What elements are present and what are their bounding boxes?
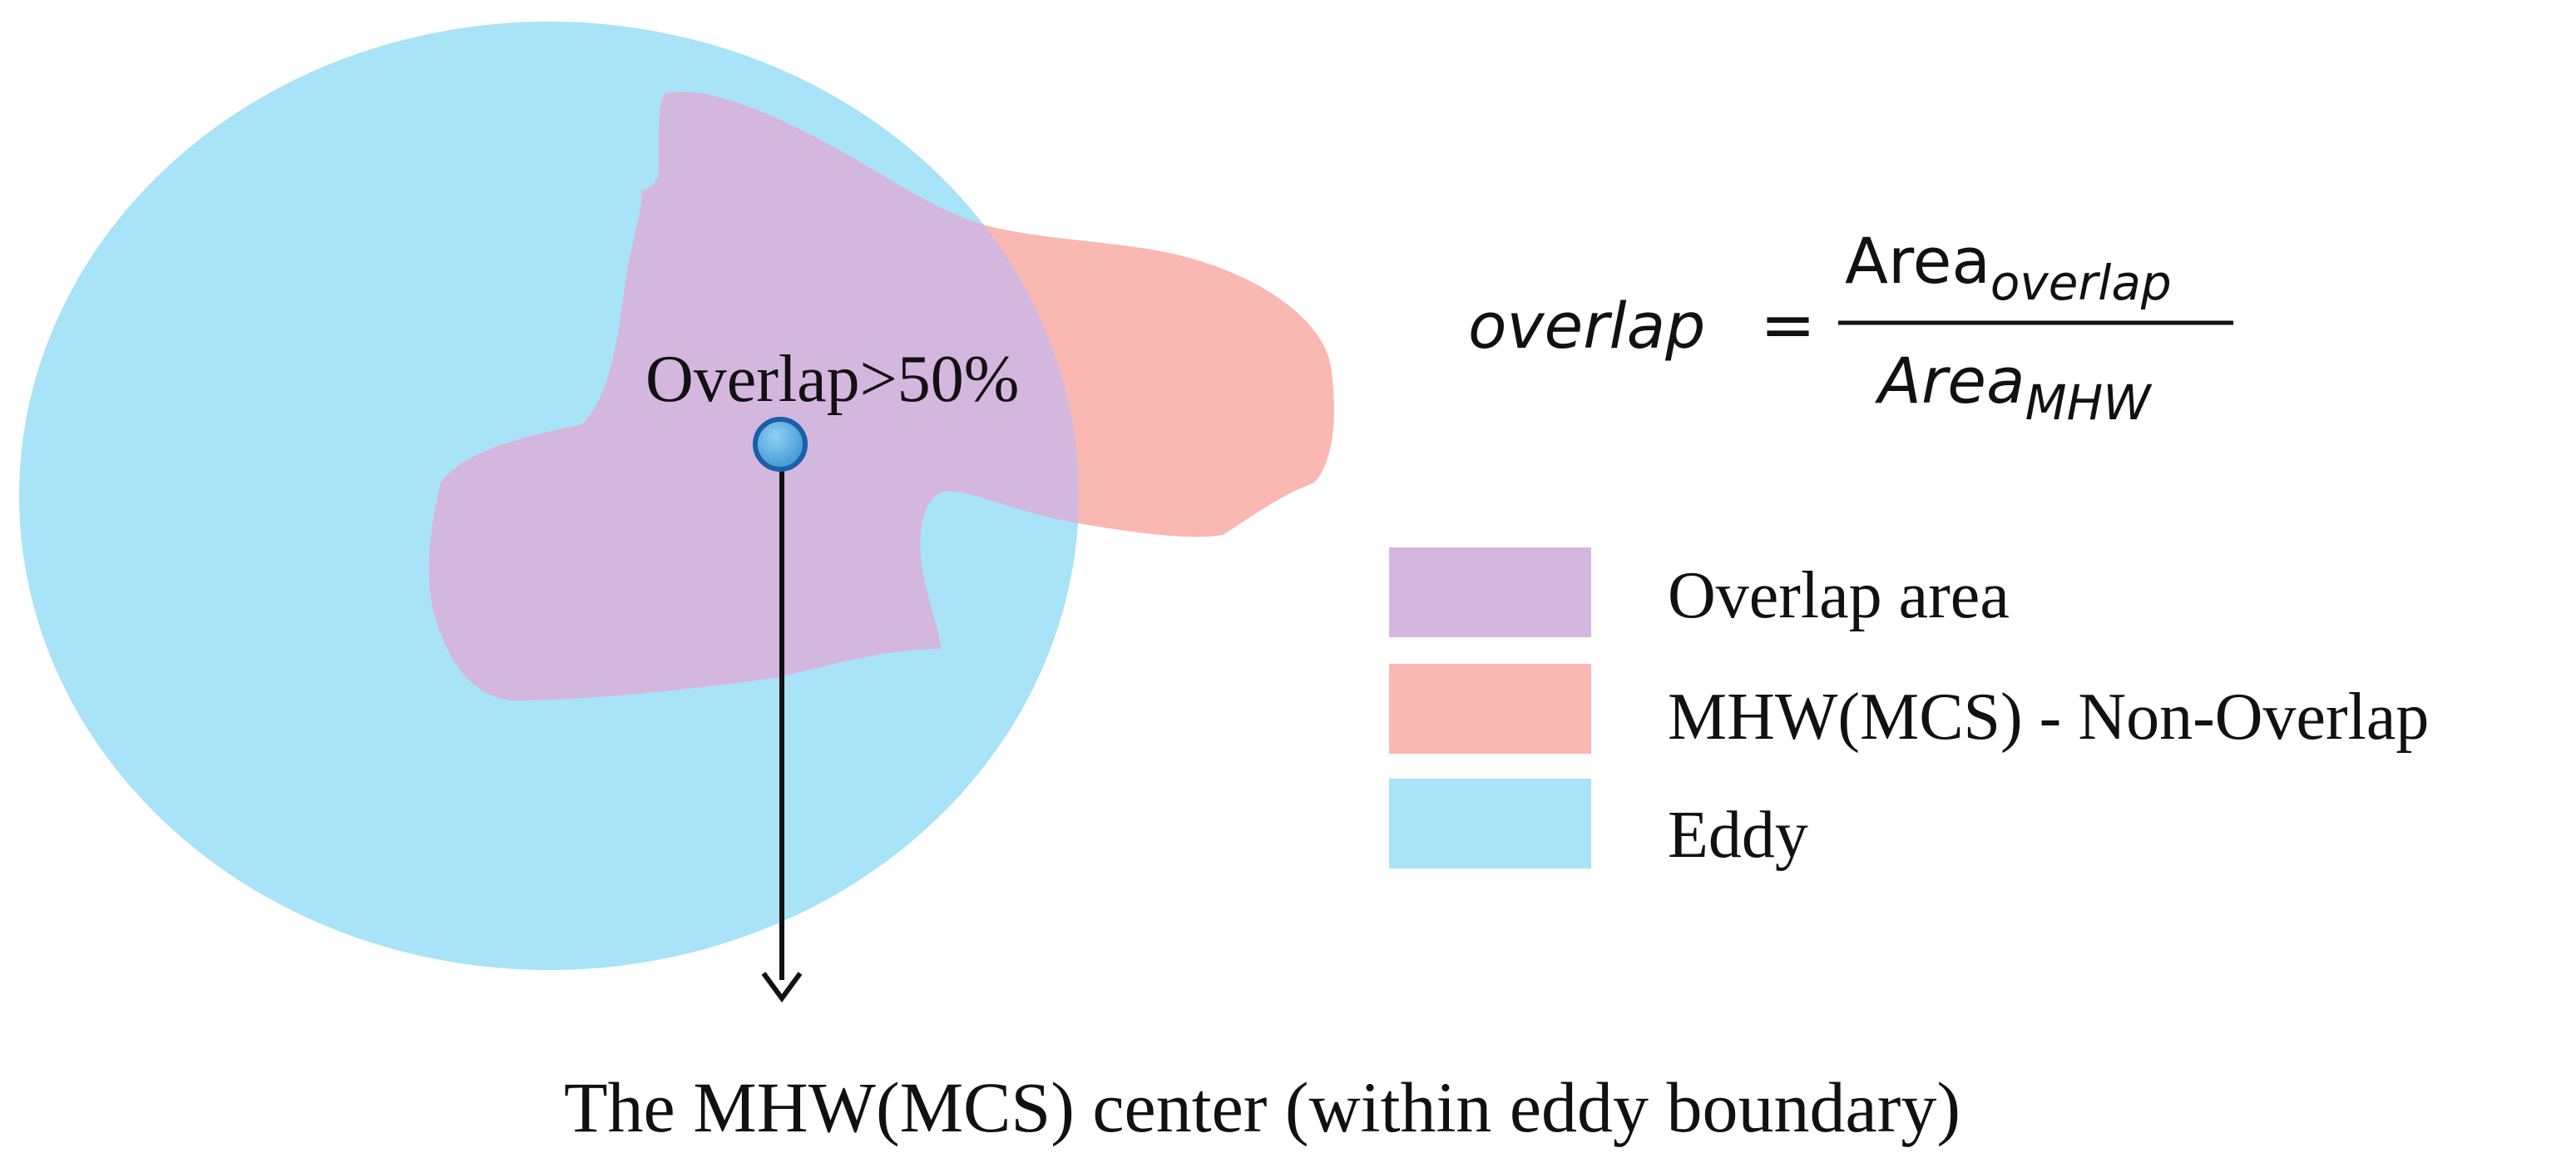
legend: Overlap area MHW(MCS) - Non-Overlap Eddy [1389, 547, 2429, 872]
formula-numerator: Areaoverlap [1845, 224, 2172, 311]
mhw-center-dot [753, 417, 808, 472]
legend-label-overlap: Overlap area [1668, 559, 2010, 632]
legend-swatch-overlap [1389, 547, 1591, 637]
legend-label-eddy: Eddy [1668, 799, 1808, 872]
formula-lhs: overlap [1468, 289, 1705, 363]
overlap-area-fill [428, 92, 1079, 701]
arrow-head-icon [761, 972, 803, 1003]
denominator-sub: MHW [2025, 374, 2153, 431]
legend-swatch-mhw-non-overlap [1389, 664, 1591, 754]
denominator-base: Area [1874, 344, 2025, 418]
numerator-sub: overlap [1990, 255, 2172, 311]
overlap-formula: overlap = Areaoverlap AreaMHW [1468, 224, 2233, 431]
formula-denominator: AreaMHW [1874, 344, 2153, 431]
center-caption: The MHW(MCS) center (within eddy boundar… [564, 1067, 1960, 1147]
legend-label-mhw-non-overlap: MHW(MCS) - Non-Overlap [1668, 681, 2429, 754]
overlap-label: Overlap>50% [645, 343, 1019, 416]
numerator-base: Area [1845, 224, 1990, 298]
legend-swatch-eddy [1389, 779, 1591, 869]
formula-equals: = [1760, 286, 1816, 364]
